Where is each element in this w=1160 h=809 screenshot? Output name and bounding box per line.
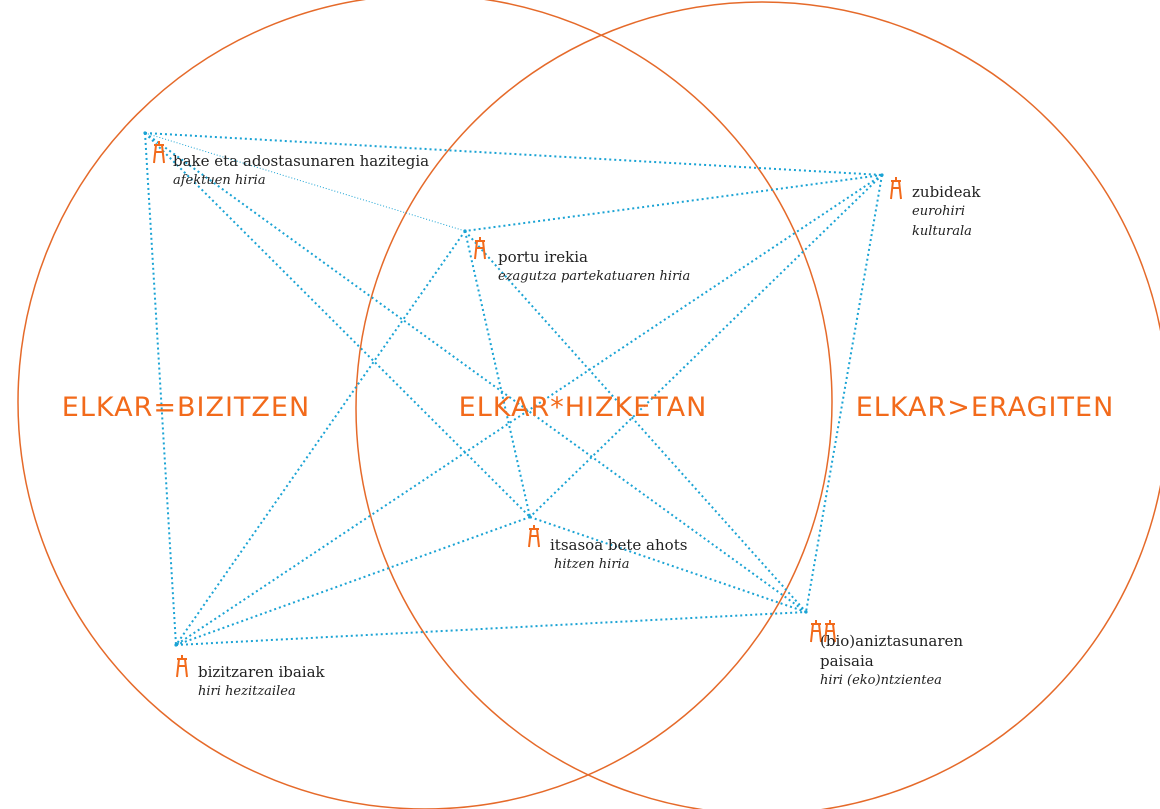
connection-bizitzaren-bioaniztasun (175, 611, 807, 646)
place-bake: bake eta adostasunaren hazitegia afektuen… (143, 131, 429, 188)
place-name: zubideak (912, 183, 981, 201)
connection-itsasoa-bizitzaren (175, 516, 531, 646)
place-zubideak: zubideak eurohiri kulturala (880, 173, 981, 239)
place-subtitle: hiri (eko)ntzientea (820, 673, 942, 688)
place-bioaniztasun: (bio)aniztasunaren paisaia hiri (eko)ntzie… (804, 610, 963, 688)
connection-zubideak-portu (464, 174, 883, 232)
place-subtitle: afektuen hiria (173, 173, 266, 188)
zone-title-elkar-bizitzen: ELKAR=BIZITZEN (62, 392, 310, 423)
place-bizitzaren: bizitzaren ibaiak hiri hezitzailea (174, 643, 326, 699)
connection-portu-bizitzaren (175, 230, 466, 646)
connection-zubideak-bioaniztasun (805, 174, 883, 613)
place-subtitle: eurohiri (912, 204, 965, 219)
node-point (528, 515, 532, 519)
tower-icon (528, 525, 540, 548)
connection-portu-bioaniztasun (464, 230, 807, 613)
connection-bake-bioaniztasun (144, 132, 807, 613)
zone-title-elkar-hizketan: ELKAR*HIZKETAN (459, 392, 708, 423)
connection-zubideak-bizitzaren (175, 174, 883, 646)
node-point (880, 173, 884, 177)
right-circle (355, 1, 1160, 809)
connection-lines (144, 132, 883, 646)
tower-icon (824, 620, 836, 643)
place-name: paisaia (820, 652, 874, 670)
place-subtitle: ezagutza partekatuaren hiria (498, 269, 690, 284)
zone-title-elkar-eragiten: ELKAR>ERAGITEN (856, 392, 1115, 423)
tower-icon (176, 655, 188, 678)
connection-bake-bizitzaren (144, 132, 177, 646)
place-name: itsasoa bete ahots (550, 536, 687, 554)
node-point (463, 229, 467, 233)
connection-itsasoa-bioaniztasun (529, 516, 807, 613)
place-name: bizitzaren ibaiak (198, 663, 326, 681)
tower-icon (474, 237, 486, 260)
tower-icon (153, 141, 165, 164)
place-itsasoa: itsasoa bete ahots hitzen hiria (528, 515, 687, 572)
connection-bake-zubideak (144, 132, 883, 176)
tower-icon (810, 620, 822, 643)
place-subtitle: hiri hezitzailea (198, 684, 296, 699)
place-subtitle: hitzen hiria (554, 557, 629, 572)
node-point (804, 610, 808, 614)
connection-bake-itsasoa (144, 132, 531, 518)
place-name: portu irekia (498, 248, 588, 266)
place-name: (bio)aniztasunaren (820, 632, 963, 650)
node-point (143, 131, 147, 135)
left-circle (17, 0, 833, 809)
tower-icon (890, 177, 902, 200)
places: bake eta adostasunaren hazitegia afektuen… (143, 131, 981, 699)
place-name: bake eta adostasunaren hazitegia (173, 152, 429, 170)
place-subtitle: kulturala (912, 224, 972, 239)
place-portu: portu irekia ezagutza partekatuaren hiria (463, 229, 690, 284)
connection-zubideak-itsasoa (529, 174, 883, 518)
node-point (174, 643, 178, 647)
connection-portu-itsasoa (464, 230, 531, 518)
